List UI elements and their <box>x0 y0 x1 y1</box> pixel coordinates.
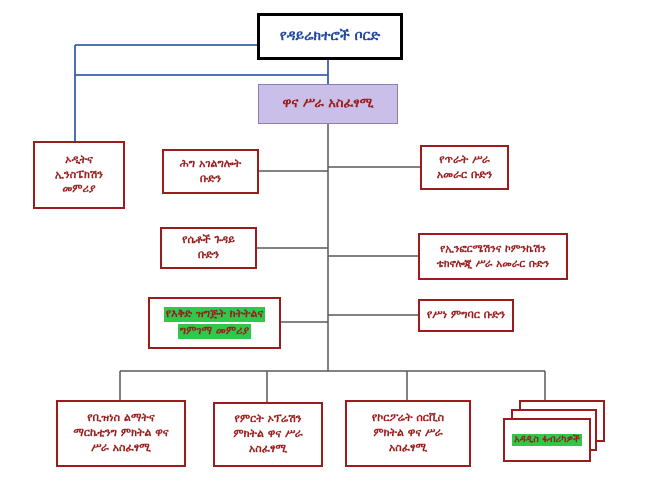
ceo-label: ዋና ሥራ አስፈፃሚ <box>282 96 374 112</box>
ethics-label: የሥነ ምግባር ቡድን <box>426 308 506 322</box>
board-box: የዳይሬክተሮች ቦርድ <box>257 13 403 60</box>
audit-inspection-label: ኦዲትና ኢንስፔክሽን መምሪያ <box>54 152 104 196</box>
new-factories-box: አዳዲስ ፋብሪካዎች <box>503 418 591 462</box>
production-operations-box: የምርት ኦፕሬሽን ምክትል ዋና ሥራ አስፈፃሚ <box>213 402 323 467</box>
ethics-box: የሥነ ምግባር ቡድን <box>418 299 514 332</box>
production-operations-label: የምርት ኦፕሬሽን ምክትል ዋና ሥራ አስፈፃሚ <box>233 412 303 455</box>
business-development-label: የቢዝነስ ልማትና ማርኬቲንግ ምክትል ዋና ሥራ አስፈፃሚ <box>73 411 169 454</box>
womens-affairs-box: የሴቶች ጉዳይ ቡድን <box>160 227 257 269</box>
board-label: የዳይሬክተሮች ቦርድ <box>279 28 381 45</box>
ceo-box: ዋና ሥራ አስፈፃሚ <box>258 84 398 124</box>
corporate-services-box: የኮርፖሬት ሰርቪስ ምክትል ዋና ሥራ አስፈፃሚ <box>345 400 471 467</box>
quality-management-box: የጥራት ሥራ አመራር ቡድን <box>420 145 509 190</box>
corporate-services-label: የኮርፖሬት ሰርቪስ ምክትል ዋና ሥራ አስፈፃሚ <box>371 411 445 454</box>
new-factories-label: አዳዲስ ፋብሪካዎች <box>512 433 582 447</box>
planning-monitoring-label-line2: ግምገማ መምሪያ <box>177 324 252 339</box>
womens-affairs-label: የሴቶች ጉዳይ ቡድን <box>182 233 235 261</box>
ict-management-box: የኢንፎርሜሽንና ኮምንኬሽን ቴክኖሎጂ ሥራ አመራር ቡድን <box>418 233 568 280</box>
planning-monitoring-label-line1: የእቅድ ዝግጅት ክትትልና <box>163 307 266 322</box>
audit-inspection-box: ኦዲትና ኢንስፔክሽን መምሪያ <box>33 141 125 209</box>
business-development-box: የቢዝነስ ልማትና ማርኬቲንግ ምክትል ዋና ሥራ አስፈፃሚ <box>56 400 186 467</box>
legal-service-label: ሕግ አገልግሎት ቡድን <box>179 156 242 185</box>
legal-service-box: ሕግ አገልግሎት ቡድን <box>162 149 259 194</box>
quality-management-label: የጥራት ሥራ አመራር ቡድን <box>436 152 493 181</box>
ict-management-label: የኢንፎርሜሽንና ኮምንኬሽን ቴክኖሎጂ ሥራ አመራር ቡድን <box>436 243 550 270</box>
planning-monitoring-box: የእቅድ ዝግጅት ክትትልና ግምገማ መምሪያ <box>148 297 281 349</box>
